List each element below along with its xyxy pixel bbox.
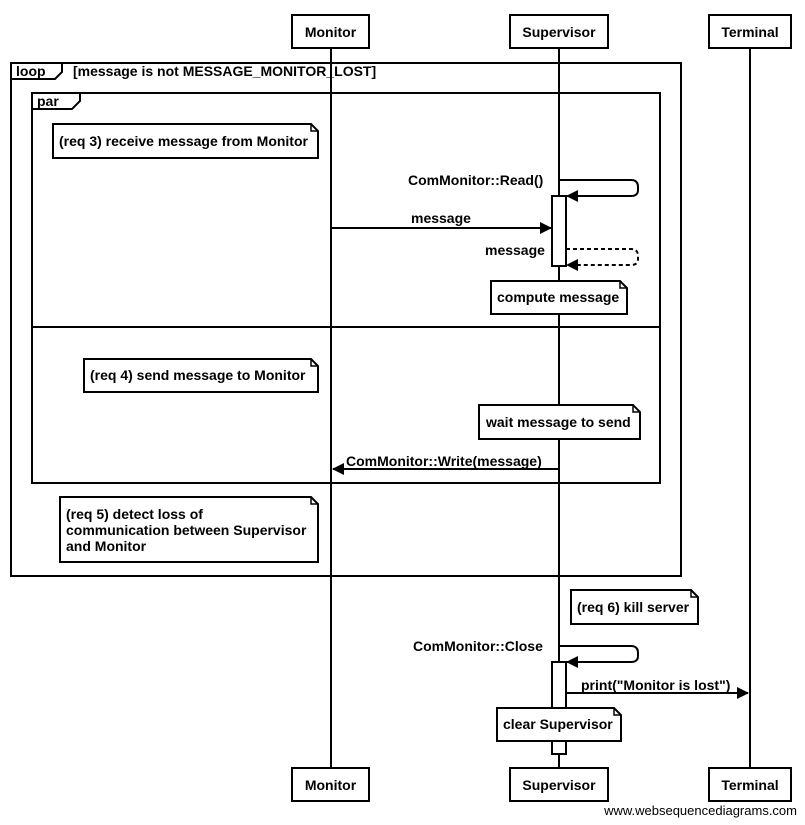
watermark: www.websequencediagrams.com bbox=[603, 803, 797, 818]
svg-text:Terminal: Terminal bbox=[721, 777, 778, 793]
svg-text:Terminal: Terminal bbox=[721, 24, 778, 40]
note-compute-message: compute message bbox=[490, 280, 628, 315]
message-write: ComMonitor::Write(message) bbox=[332, 453, 559, 475]
svg-text:(req 4) send message to Monito: (req 4) send message to Monitor bbox=[90, 367, 306, 383]
loop-condition: [message is not MESSAGE_MONITOR_LOST] bbox=[73, 63, 376, 79]
message-close: ComMonitor::Close bbox=[413, 638, 639, 668]
participant-terminal-top: Terminal bbox=[708, 14, 792, 49]
par-frame: par bbox=[31, 92, 661, 484]
participant-monitor-bottom: Monitor bbox=[291, 767, 370, 802]
svg-text:message: message bbox=[411, 210, 471, 226]
loop-tag: loop bbox=[16, 63, 46, 79]
participant-terminal-bottom: Terminal bbox=[708, 767, 792, 802]
svg-text:wait message to send: wait message to send bbox=[485, 414, 631, 430]
svg-text:Monitor: Monitor bbox=[305, 24, 357, 40]
participant-supervisor-bottom: Supervisor bbox=[509, 767, 609, 802]
message-return: message bbox=[485, 242, 639, 271]
note-req4: (req 4) send message to Monitor bbox=[83, 358, 319, 393]
message-print: print("Monitor is lost") bbox=[566, 677, 749, 699]
par-tag: par bbox=[37, 93, 59, 109]
note-req6: (req 6) kill server bbox=[570, 589, 699, 625]
supervisor-activation-1 bbox=[551, 195, 567, 267]
message-in: message bbox=[331, 210, 552, 234]
svg-text:clear Supervisor: clear Supervisor bbox=[503, 716, 613, 732]
svg-text:ComMonitor::Close: ComMonitor::Close bbox=[413, 638, 543, 654]
svg-text:and Monitor: and Monitor bbox=[66, 538, 147, 554]
participant-monitor-top: Monitor bbox=[291, 14, 370, 49]
note-clear-supervisor: clear Supervisor bbox=[496, 707, 622, 742]
note-req5: (req 5) detect loss of communication bet… bbox=[59, 496, 319, 563]
svg-text:Supervisor: Supervisor bbox=[522, 777, 596, 793]
svg-text:ComMonitor::Write(message): ComMonitor::Write(message) bbox=[346, 453, 542, 469]
svg-text:(req 6) kill server: (req 6) kill server bbox=[577, 599, 690, 615]
note-wait-message: wait message to send bbox=[478, 404, 641, 440]
note-req3: (req 3) receive message from Monitor bbox=[52, 123, 319, 159]
participant-supervisor-top: Supervisor bbox=[509, 14, 609, 49]
svg-text:communication between Supervis: communication between Supervisor bbox=[66, 522, 307, 538]
svg-text:message: message bbox=[485, 242, 545, 258]
svg-text:Supervisor: Supervisor bbox=[522, 24, 596, 40]
svg-text:(req 3) receive message from M: (req 3) receive message from Monitor bbox=[59, 133, 309, 149]
svg-text:print("Monitor is lost"): print("Monitor is lost") bbox=[581, 677, 730, 693]
svg-text:Monitor: Monitor bbox=[305, 777, 357, 793]
svg-text:ComMonitor::Read(): ComMonitor::Read() bbox=[408, 172, 543, 188]
svg-text:compute message: compute message bbox=[497, 289, 619, 305]
message-read: ComMonitor::Read() bbox=[408, 172, 639, 202]
svg-text:(req 5) detect loss of: (req 5) detect loss of bbox=[66, 506, 203, 522]
loop-frame: loop [message is not MESSAGE_MONITOR_LOS… bbox=[10, 62, 682, 577]
